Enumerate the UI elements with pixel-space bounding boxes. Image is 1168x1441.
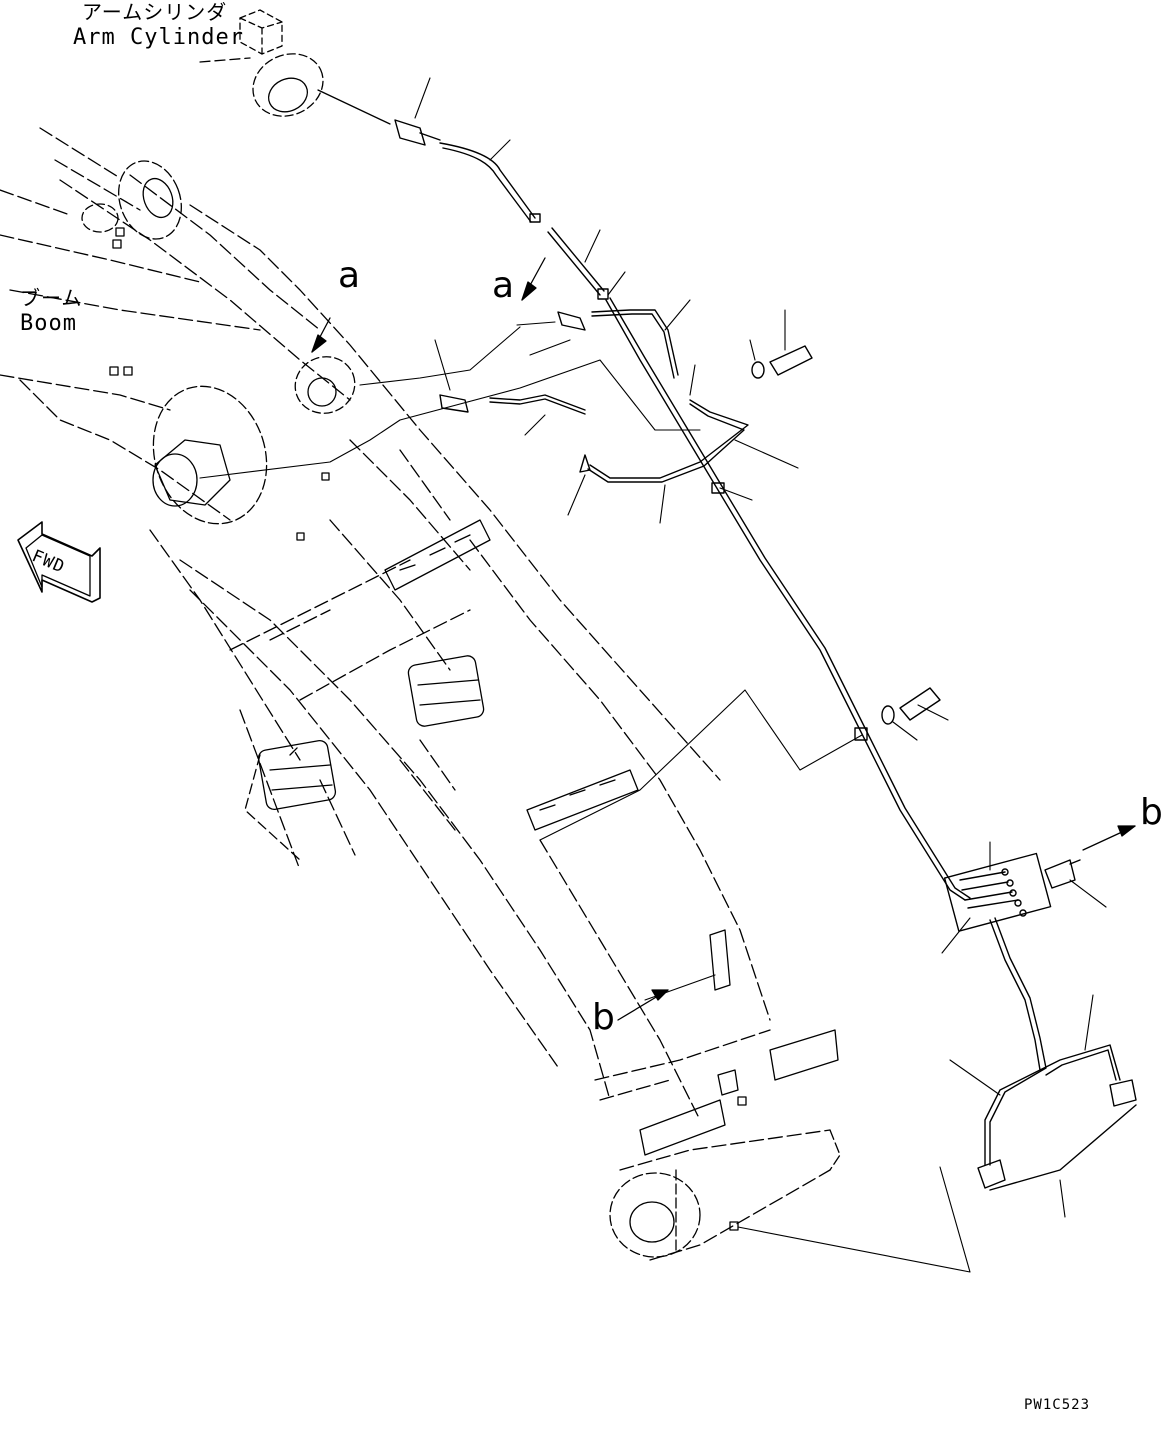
boom-body: [0, 128, 770, 1120]
arm-cylinder-label-jp: アームシリンダ: [82, 0, 228, 24]
drawing-code: PW1C523: [1024, 1397, 1091, 1413]
view-label-b-right: b: [1140, 792, 1163, 833]
grease-lines: [395, 120, 1136, 1190]
view-label-b-center: b: [592, 997, 615, 1038]
view-label-a-center: a: [492, 265, 515, 306]
callout-leaders: [200, 78, 1106, 1272]
boom-center-boss: [287, 348, 363, 421]
view-arrows: [312, 258, 1135, 1020]
boom-cylinder-head: [136, 371, 329, 540]
boom-hose-clamps: [385, 520, 838, 1155]
boom-label-jp: ブーム: [20, 286, 83, 310]
cylinder-rods: [245, 655, 485, 860]
boom-label-en: Boom: [20, 311, 77, 336]
arm-cylinder-label-en: Arm Cylinder: [73, 25, 244, 50]
view-label-a-left: a: [338, 255, 361, 296]
arm-cylinder: [200, 10, 390, 127]
boom-top-bosses: [82, 152, 192, 375]
boom-foot: [610, 1130, 840, 1260]
fwd-arrow-icon: [18, 522, 100, 602]
